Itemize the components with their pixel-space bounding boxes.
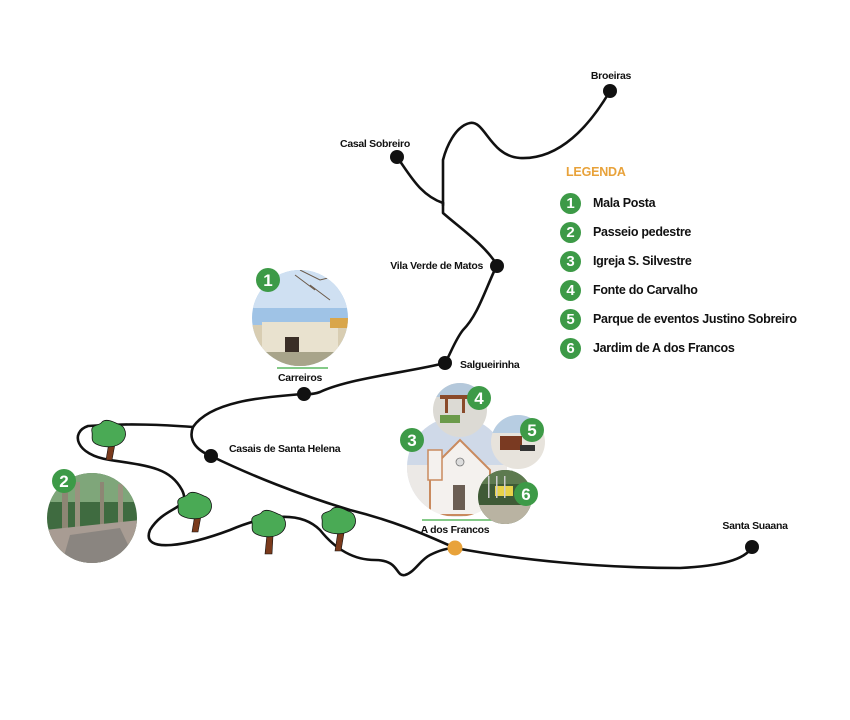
stop-vila-verde-de-matos[interactable] [490,259,504,273]
tree-icon [321,506,356,552]
label-broeiras: Broeiras [591,70,632,82]
place-labels: Broeiras Casal Sobreiro Vila Verde de Ma… [229,70,788,536]
label-salgueirinha: Salgueirinha [460,359,520,371]
poi-photo-jardim[interactable]: 6 [478,470,538,525]
route-segment-vila-verde [441,201,499,267]
legend-badge-3: 3 [560,250,581,272]
label-vila-verde-de-matos: Vila Verde de Matos [390,260,483,272]
label-santa-suaana: Santa Suaana [722,520,788,532]
stop-santa-suaana[interactable] [745,540,759,554]
legend-label: Jardim de A dos Francos [593,341,735,355]
route-segment-casais [209,454,457,550]
legend-label: Mala Posta [593,196,656,210]
legend-label: Fonte do Carvalho [593,283,698,297]
route-segment-broeiras [441,89,612,207]
poi-badge-4-number: 4 [474,389,484,408]
legend-badge-4: 4 [560,279,581,301]
stop-broeiras[interactable] [603,84,617,98]
stop-carreiros[interactable] [297,387,311,401]
legend-item-parque-de-eventos[interactable]: 5 Parque de eventos Justino Sobreiro [560,307,797,331]
poi-badge-1 [256,268,280,292]
route-segment-west-loop [76,423,457,577]
legend-item-igreja[interactable]: 3 Igreja S. Silvestre [560,249,797,273]
stops [204,84,759,556]
legend-badge-1: 1 [560,192,581,214]
poi-photo-fonte-do-carvalho[interactable]: 4 [433,383,491,437]
poi-badge-5 [520,418,544,442]
route-segment-casal-sobreiro [395,155,445,205]
route-segment-salgueirinha [443,263,499,365]
stop-casal-sobreiro[interactable] [390,150,404,164]
legend-label: Parque de eventos Justino Sobreiro [593,312,797,326]
poi-badge-6-number: 6 [521,485,530,504]
route-lines [76,89,754,577]
legend-title: LEGENDA [566,165,626,179]
label-carreiros: Carreiros [278,372,322,384]
legend-item-mala-posta[interactable]: 1 Mala Posta [560,191,797,215]
stop-casais-de-santa-helena[interactable] [204,449,218,463]
legend-badge-5: 5 [560,308,581,330]
poi-badge-2-number: 2 [59,472,68,491]
label-casal-sobreiro: Casal Sobreiro [340,138,410,150]
legend-item-fonte-do-carvalho[interactable]: 4 Fonte do Carvalho [560,278,797,302]
poi-badge-4 [467,386,491,410]
trees [91,419,356,555]
legend: LEGENDA 1 Mala Posta 2 Passeio pedestre … [560,165,797,365]
tree-icon [91,419,126,461]
poi-badge-2 [52,469,76,493]
legend-label: Passeio pedestre [593,225,692,239]
poi-badge-6 [514,482,538,506]
poi-badge-3-number: 3 [407,431,416,450]
legend-item-passeio-pedestre[interactable]: 2 Passeio pedestre [560,220,797,244]
legend-label: Igreja S. Silvestre [593,254,692,268]
legend-badge-2: 2 [560,221,581,243]
label-a-dos-francos: A dos Francos [421,524,490,536]
poi-photo-parque-de-eventos[interactable]: 5 [491,415,545,469]
route-segment-santa-suaana [453,545,754,570]
stop-a-dos-francos[interactable] [447,540,463,556]
poi-badge-3 [400,428,424,452]
poi-photo-passeio-pedestre[interactable]: 2 [45,469,140,570]
poi-badge-5-number: 5 [527,421,536,440]
route-segment-branch [190,392,306,458]
poi-photo-mala-posta[interactable]: 1 [250,268,350,370]
tree-icon [177,491,212,533]
label-casais-de-santa-helena: Casais de Santa Helena [229,443,341,455]
poi-badge-1-number: 1 [263,271,272,290]
tree-icon [251,509,286,555]
legend-item-jardim[interactable]: 6 Jardim de A dos Francos [560,336,797,360]
stop-salgueirinha[interactable] [438,356,452,370]
legend-badge-6: 6 [560,337,581,359]
